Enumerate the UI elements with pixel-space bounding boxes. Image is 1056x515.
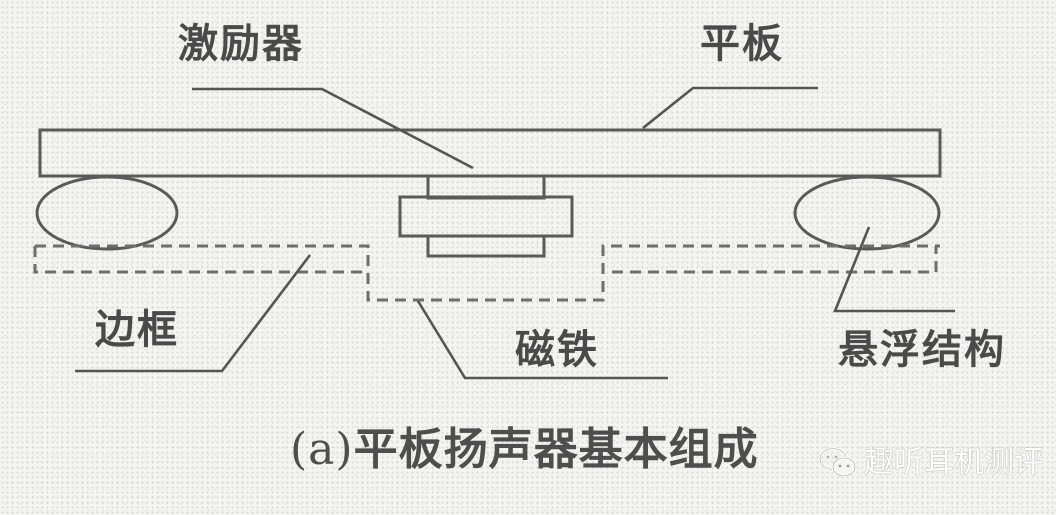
suspension-leader-line bbox=[833, 226, 955, 313]
exciter-shape bbox=[398, 174, 574, 258]
wechat-icon bbox=[818, 446, 858, 480]
frame-dashed-outline bbox=[33, 244, 940, 302]
caption-text: 平板扬声器基本组成 bbox=[353, 424, 759, 475]
figure-caption: (a)平板扬声器基本组成 bbox=[290, 428, 759, 472]
suspension-left-shape bbox=[35, 175, 179, 251]
exciter-label: 激励器 bbox=[178, 21, 304, 67]
plate-shape bbox=[38, 128, 942, 178]
suspension-label: 悬浮结构 bbox=[838, 327, 1006, 373]
frame-label: 边框 bbox=[95, 307, 179, 353]
magnet-label: 磁铁 bbox=[515, 327, 599, 373]
watermark-text: 趣听耳机测评 bbox=[864, 445, 1044, 480]
caption-prefix: (a) bbox=[290, 424, 354, 475]
exciter-leader-line bbox=[192, 87, 474, 170]
suspension-right-shape bbox=[793, 175, 941, 251]
frame-leader-line bbox=[75, 254, 312, 373]
plate-leader-line bbox=[642, 86, 818, 130]
plate-label: 平板 bbox=[700, 21, 784, 67]
magnet-leader-line bbox=[416, 300, 668, 380]
watermark: 趣听耳机测评 bbox=[818, 446, 1044, 480]
